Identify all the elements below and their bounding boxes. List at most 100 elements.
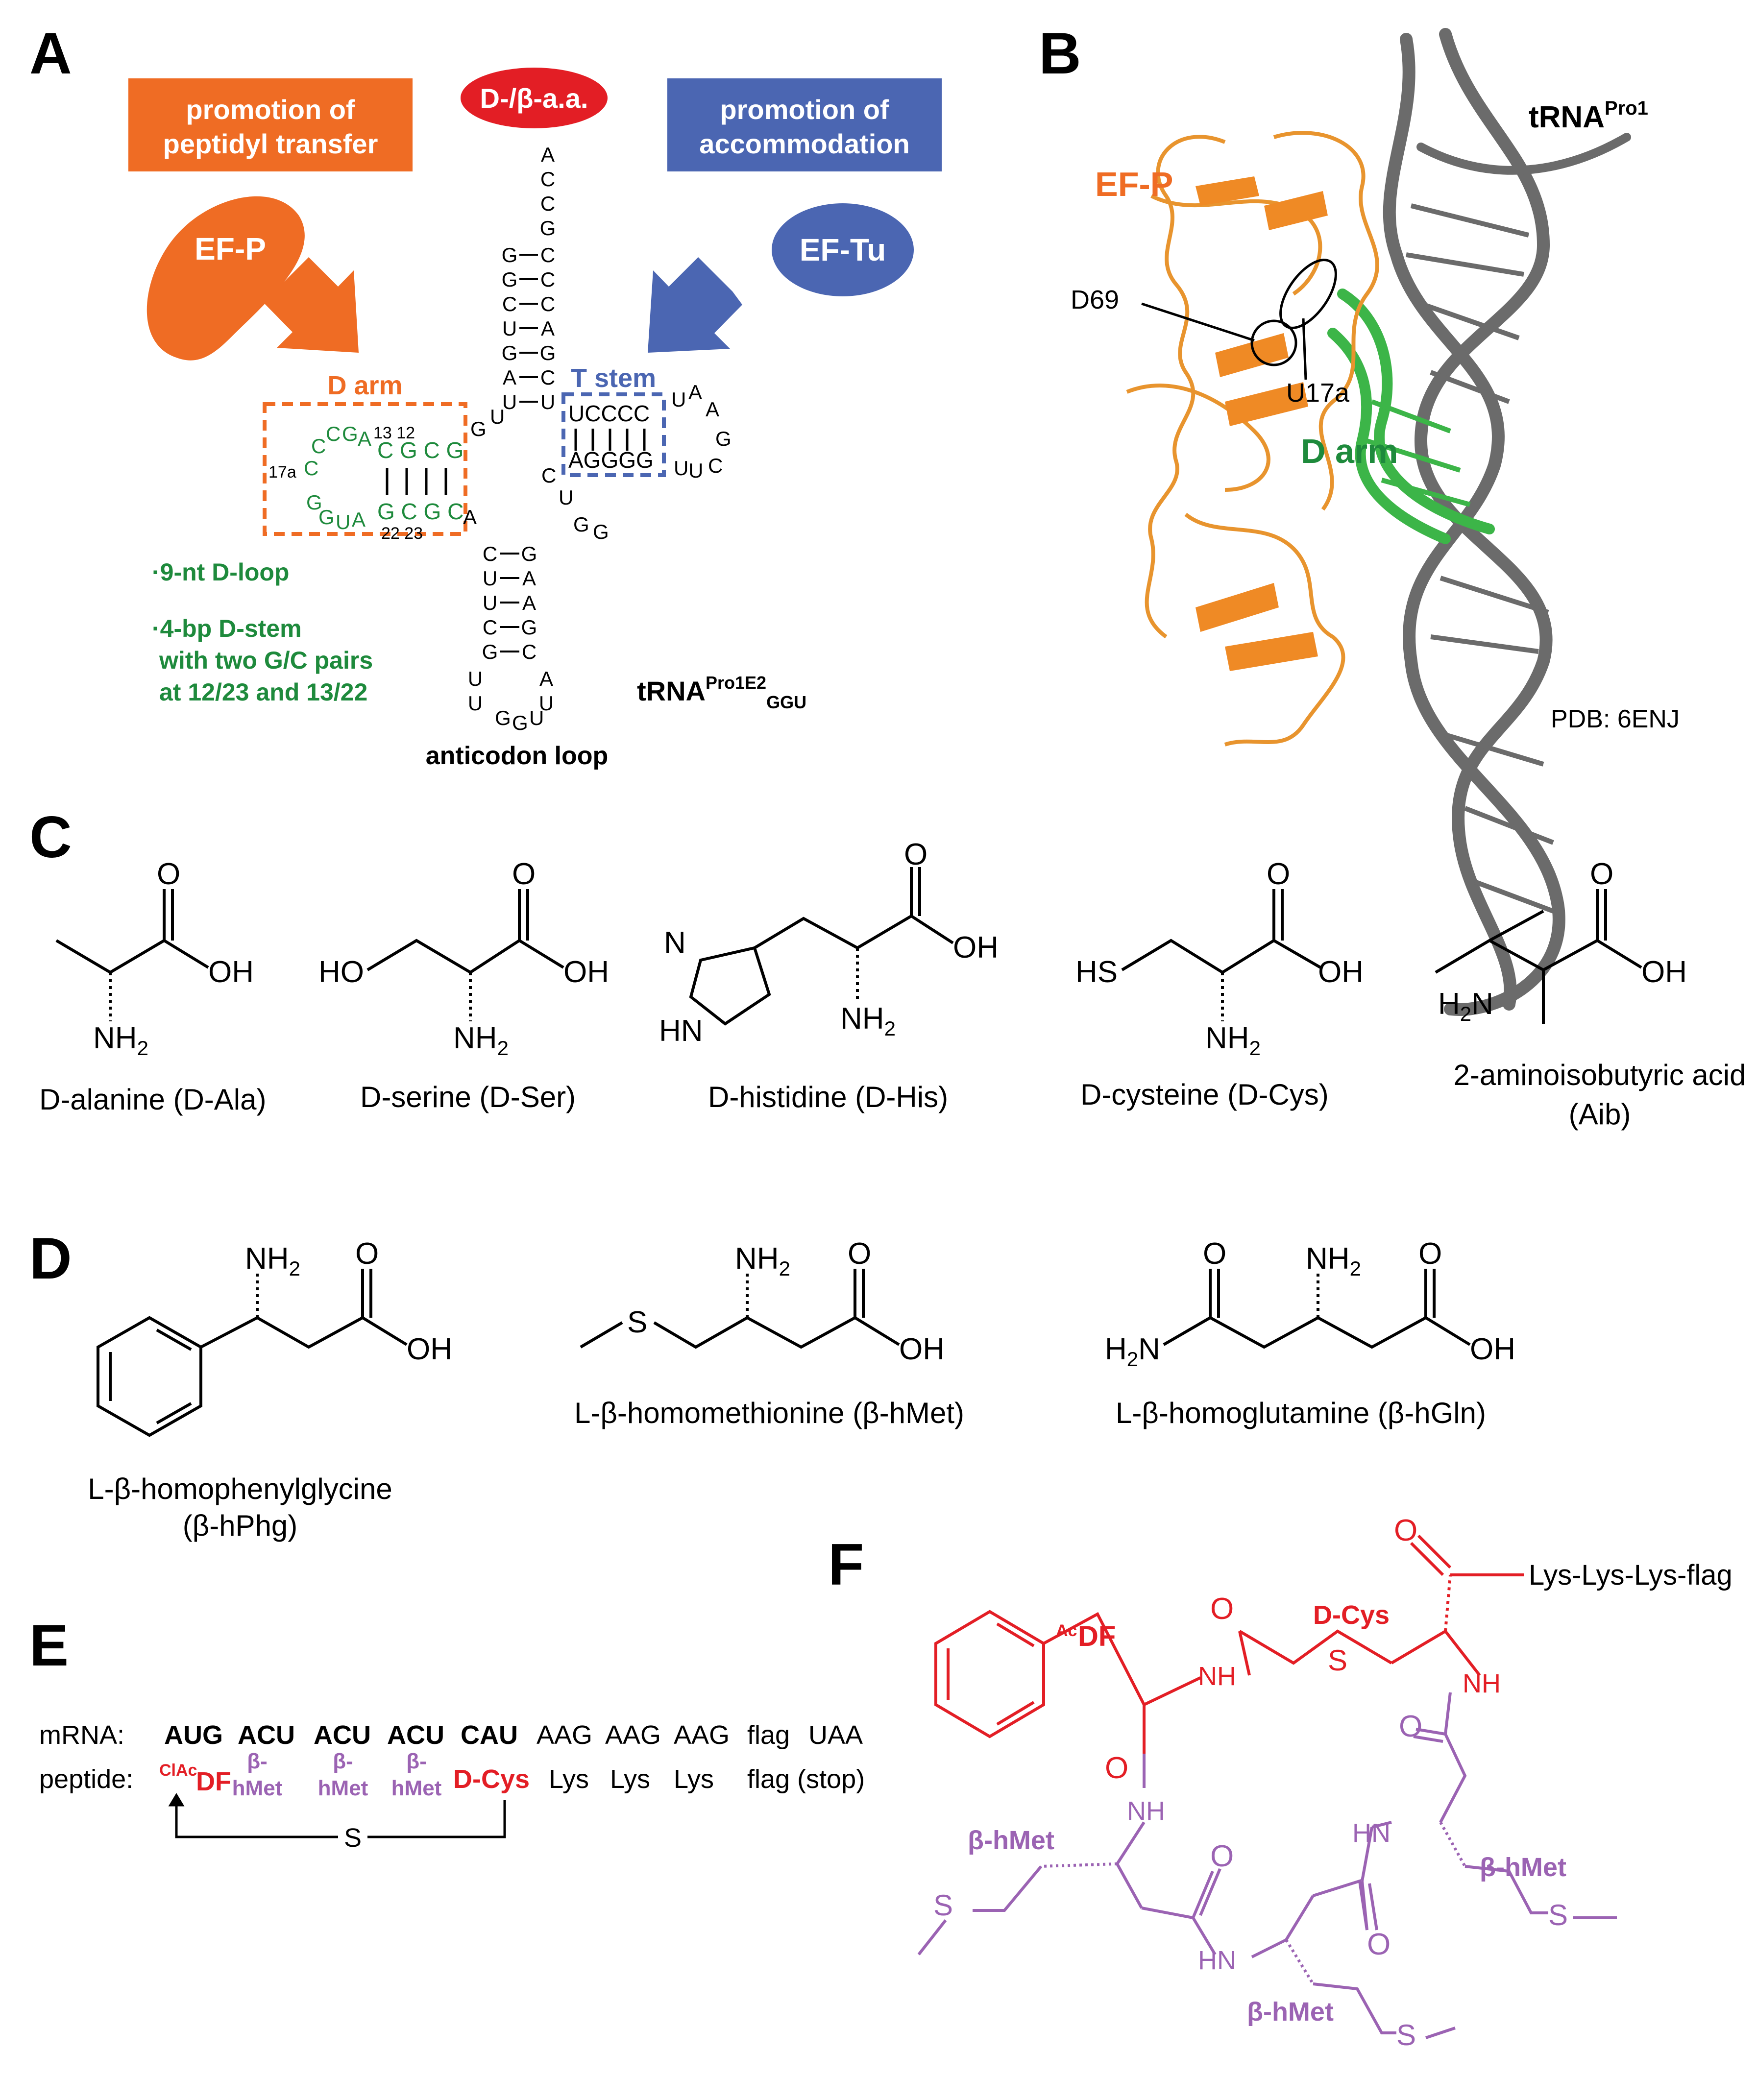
tloop-nt: A bbox=[688, 381, 702, 404]
dloop-nt: U bbox=[336, 510, 350, 533]
b-hgln-structure: H2N O NH2 O OH L-β-homoglutamine (β-hGln… bbox=[1105, 1237, 1515, 1429]
bhmet-f-label: β-hMet bbox=[1480, 1853, 1566, 1882]
variable-c: C bbox=[541, 464, 556, 487]
anti-3-nt: G bbox=[521, 616, 537, 639]
variable-u: U bbox=[559, 486, 573, 509]
acceptor-5-nt: G bbox=[502, 243, 518, 266]
panel-d: D NH2 O OH L-β-homophenylglycine (β-hPhg… bbox=[29, 1226, 1515, 1542]
amide-n: H2N bbox=[1105, 1332, 1160, 1371]
pos-13-12: 13 12 bbox=[373, 424, 415, 442]
dstem-top: C G C G bbox=[377, 437, 464, 463]
acceptor-5-nt: U bbox=[502, 390, 517, 413]
a-linker: A bbox=[463, 506, 477, 529]
b-hphg-abbrev: (β-hPhg) bbox=[183, 1509, 298, 1542]
anti-5-nt: U bbox=[468, 692, 483, 715]
o-label: O bbox=[1210, 1592, 1234, 1626]
residue: Lys bbox=[674, 1764, 714, 1794]
acceptor-3-nt: G bbox=[540, 217, 556, 240]
panel-c: C O OH NH2 D-alanine (D-Ala) HO O OH NH2… bbox=[29, 804, 1746, 1131]
residue: Lys bbox=[549, 1764, 589, 1794]
codon: ACU bbox=[387, 1720, 444, 1750]
loop-u: U bbox=[529, 706, 544, 729]
s-label: S bbox=[1396, 2019, 1416, 2052]
red-bonds bbox=[934, 1534, 1524, 1754]
u17a-label: U17a bbox=[1286, 378, 1350, 408]
anticodon-loop-label: anticodon loop bbox=[426, 742, 609, 770]
panel-label-e: E bbox=[29, 1613, 69, 1678]
amine: NH2 bbox=[840, 1002, 896, 1040]
dloop-nt: G bbox=[306, 491, 322, 514]
efp-arrow bbox=[265, 257, 359, 353]
efp-structure bbox=[1126, 131, 1379, 747]
oxygen: O bbox=[1590, 857, 1613, 891]
note-dstem-2: with two G/C pairs bbox=[159, 647, 373, 674]
panel-label-c: C bbox=[29, 804, 72, 870]
d-cysteine-name: D-cysteine (D-Cys) bbox=[1080, 1078, 1329, 1111]
acceptor-3-nt: G bbox=[540, 341, 556, 364]
o-label: O bbox=[1394, 1514, 1417, 1547]
d-arm-rungs bbox=[1366, 399, 1471, 507]
efp-blob-label: EF-P bbox=[195, 231, 266, 266]
tail-label: Lys-Lys-Lys-flag bbox=[1529, 1559, 1733, 1591]
d-alanine-name: D-alanine (D-Ala) bbox=[39, 1083, 266, 1116]
g-linker: G bbox=[470, 417, 487, 440]
codon: flag bbox=[747, 1720, 790, 1750]
anti-3-nt: C bbox=[522, 640, 537, 663]
hydroxyl: OH bbox=[563, 955, 609, 989]
accommodation-box bbox=[667, 78, 942, 171]
b-hmet-name: L-β-homomethionine (β-hMet) bbox=[574, 1397, 964, 1429]
variable-g: G bbox=[573, 513, 589, 536]
bhmet-top: β- bbox=[247, 1749, 268, 1773]
oxygen: O bbox=[157, 857, 180, 891]
trna-rungs bbox=[1406, 203, 1554, 914]
s-label: S bbox=[1328, 1644, 1347, 1677]
d-cysteine-structure: HS O OH NH2 D-cysteine (D-Cys) bbox=[1075, 857, 1364, 1111]
acceptor-3-nt: C bbox=[540, 366, 555, 389]
dcys-label: D-Cys bbox=[453, 1764, 530, 1794]
hydroxyl: OH bbox=[1318, 955, 1364, 989]
amine: NH2 bbox=[735, 1242, 790, 1280]
hydroxyl: OH bbox=[407, 1332, 452, 1366]
acceptor-5-nt: A bbox=[503, 366, 516, 389]
o-label: O bbox=[1367, 1928, 1391, 1961]
trna-pro1-label: tRNAPro1 bbox=[1529, 97, 1648, 134]
d-arm-structure bbox=[1327, 289, 1495, 544]
anti-3-nt: A bbox=[539, 667, 553, 690]
t-loop: U A A G C U U C U G G bbox=[541, 381, 732, 543]
eftu-arrow bbox=[648, 257, 742, 353]
hydroxyl: OH bbox=[208, 955, 254, 989]
note-dstem-1: ·4-bp D-stem bbox=[152, 615, 302, 642]
b-hphg-structure: NH2 O OH L-β-homophenylglycine (β-hPhg) bbox=[88, 1237, 452, 1542]
s-label: S bbox=[933, 1889, 953, 1922]
tloop-nt: U bbox=[674, 457, 688, 480]
d-arm-label: D arm bbox=[327, 371, 402, 400]
oxygen: O bbox=[848, 1237, 871, 1271]
amine: NH2 bbox=[1306, 1242, 1361, 1280]
amine: NH2 bbox=[1205, 1021, 1261, 1060]
nitrogen: N bbox=[664, 926, 686, 960]
loop-g: G bbox=[495, 706, 511, 729]
acceptor-3-nt: U bbox=[540, 390, 555, 413]
d-arm-3d-label: D arm bbox=[1301, 432, 1398, 470]
efp-blob bbox=[146, 196, 305, 361]
acceptor-3-nt: C bbox=[540, 292, 555, 315]
codon: AUG bbox=[164, 1720, 223, 1750]
codon: AAG bbox=[674, 1720, 730, 1750]
t-stem-box bbox=[561, 392, 666, 477]
hydroxyl: OH bbox=[1641, 955, 1687, 989]
bridge-s-label: S bbox=[344, 1823, 362, 1853]
bhmet-top: β- bbox=[333, 1749, 353, 1773]
anticodon-stem: C U U C G U U G A A G C A U G G U bbox=[468, 542, 554, 734]
s-label: S bbox=[1548, 1899, 1568, 1931]
panel-e: E mRNA: AUG ACU ACU ACU CAU AAG AAG AAG … bbox=[29, 1613, 865, 1853]
anti-5-nt: G bbox=[482, 640, 498, 663]
b-hmet-structure: S NH2 O OH L-β-homomethionine (β-hMet) bbox=[574, 1237, 964, 1429]
dloop-nt: A bbox=[352, 508, 366, 531]
oxygen: O bbox=[512, 857, 536, 891]
aib-structure: O OH H2N 2-aminoisobutyric acid (Aib) bbox=[1435, 857, 1746, 1131]
callout-circles bbox=[1141, 259, 1337, 380]
b-hphg-name: L-β-homophenylglycine bbox=[88, 1472, 392, 1505]
dstem-pairs bbox=[386, 468, 447, 495]
panel-b: B bbox=[1039, 21, 1680, 1016]
anti-5-nt: C bbox=[483, 542, 497, 565]
